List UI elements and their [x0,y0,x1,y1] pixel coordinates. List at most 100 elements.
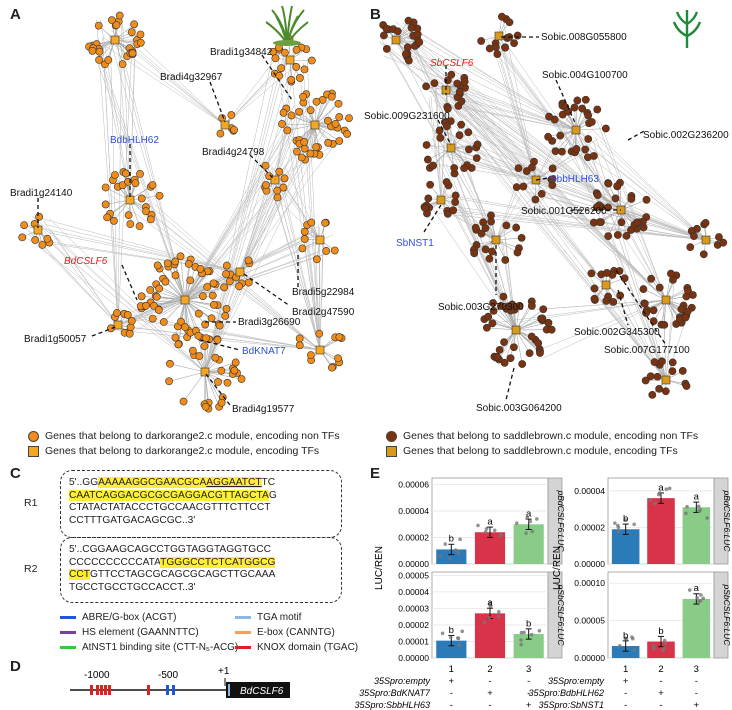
facet-title: pSbCSLF6:LUC [722,584,732,647]
gene-node [613,182,622,191]
gene-node [528,163,536,172]
sequence-line: CTATACTATACCCTGCCAACGTTTCTTCCT [69,502,271,514]
gene-node [273,193,282,202]
tf-node [571,125,581,135]
legend-square-icon [28,445,39,457]
x-tick-label: 2 [658,664,663,675]
treatment-mark: - [527,676,530,687]
data-point [484,526,489,531]
gene-node [208,291,217,300]
motif-atnst1: AtNST1 binding site (CTT-N₅-ACG) [60,642,238,653]
data-point [616,523,620,528]
data-point [535,517,539,521]
legend-b-tf: Genes that belong to saddlebrown.c modul… [386,445,678,457]
gene-node [184,260,193,268]
data-point [687,588,692,592]
motif-label: HS element (GAANNTTC) [82,627,199,638]
gene-node [455,131,464,140]
gene-node [661,387,670,396]
data-point [519,638,523,642]
legend-dot-icon [28,430,39,442]
motif-abre: ABRE/G-box (ACGT) [60,612,176,623]
data-point [522,630,526,635]
treatment-mark: - [624,688,627,699]
gene-node [221,311,230,320]
gene-node [551,147,560,156]
gene-node [501,43,510,52]
gene-node [262,181,270,189]
gene-node [686,243,695,252]
panel-letter-c: C [10,465,21,482]
data-point [476,523,480,528]
x-tick-label: 3 [526,664,531,675]
data-point [438,554,442,559]
gene-node [570,103,579,112]
gene-node [195,352,204,360]
motif-ebox: E-box (CANNTG) [235,627,335,638]
tf-node [310,120,320,130]
tf-node [661,295,671,305]
gene-node [472,154,481,163]
motif-line-icon [60,646,76,649]
gene-node [587,269,596,278]
gene-node [613,231,622,239]
treatment-mark: + [526,700,532,710]
gene-node [161,277,170,286]
gene-node [556,131,565,140]
treatment-label: 35Spro:SbbHLH63 [354,700,430,710]
significance-letter: b [526,618,531,629]
gene-node [681,313,690,322]
gene-node [424,194,433,203]
gene-node [171,271,180,280]
gene-node [650,358,659,366]
motif-label: KNOX domain (TGAC) [257,642,359,653]
gene-node [602,296,611,305]
gene-node [426,180,435,189]
gene-node [327,92,336,101]
gene-node [488,247,497,256]
data-point [701,596,706,601]
gene-node [539,305,548,314]
data-point [630,635,634,639]
gene-node [123,310,132,319]
gene-node [682,382,691,390]
gene-node [382,45,391,53]
gene-node [159,318,168,326]
gene-node [641,376,650,385]
data-point [623,518,627,522]
gene-node [592,203,601,212]
sequence-line: 5'..GGAAAAAGGCGAACGCAAGGAATCTTC [69,477,276,488]
gene-node [401,50,410,58]
sequence-line: CCTTTGATGACAGCGC..3' [69,514,196,526]
gene-node [148,181,157,189]
gene-node [38,240,47,249]
network-node-label: SbNST1 [396,238,434,249]
data-point [648,498,653,503]
gene-node [457,97,466,106]
data-point [525,515,529,520]
facet-strip [547,477,563,565]
data-point [497,609,501,614]
gene-node [312,143,320,152]
gene-node [295,107,304,116]
gene-node [519,182,528,191]
gene-node [277,64,286,73]
y-tick-label: 0.00001 [398,636,429,646]
treatment-label: 35Spro:BdKNAT7 [359,688,431,698]
gene-node [512,183,521,192]
x-tick-label: 3 [694,664,699,675]
gene-node [415,38,424,47]
gene-node [217,398,226,407]
sequence-line: CCTGTTCCTAGCGCAGCGCAGCTTGCAAA [69,569,276,581]
gene-node [404,56,413,65]
gene-node [244,278,253,287]
gene-node [231,358,240,367]
legend-a-tf: Genes that belong to darkorange2.c modul… [28,445,319,457]
gene-node [95,55,104,64]
legend-b-non-tf-label: Genes that belong to saddlebrown.c modul… [403,430,699,442]
gene-node [481,245,490,254]
gene-node [235,282,244,291]
gene-node [111,171,119,179]
gene-node [142,301,150,310]
motif-line-icon [235,631,251,634]
